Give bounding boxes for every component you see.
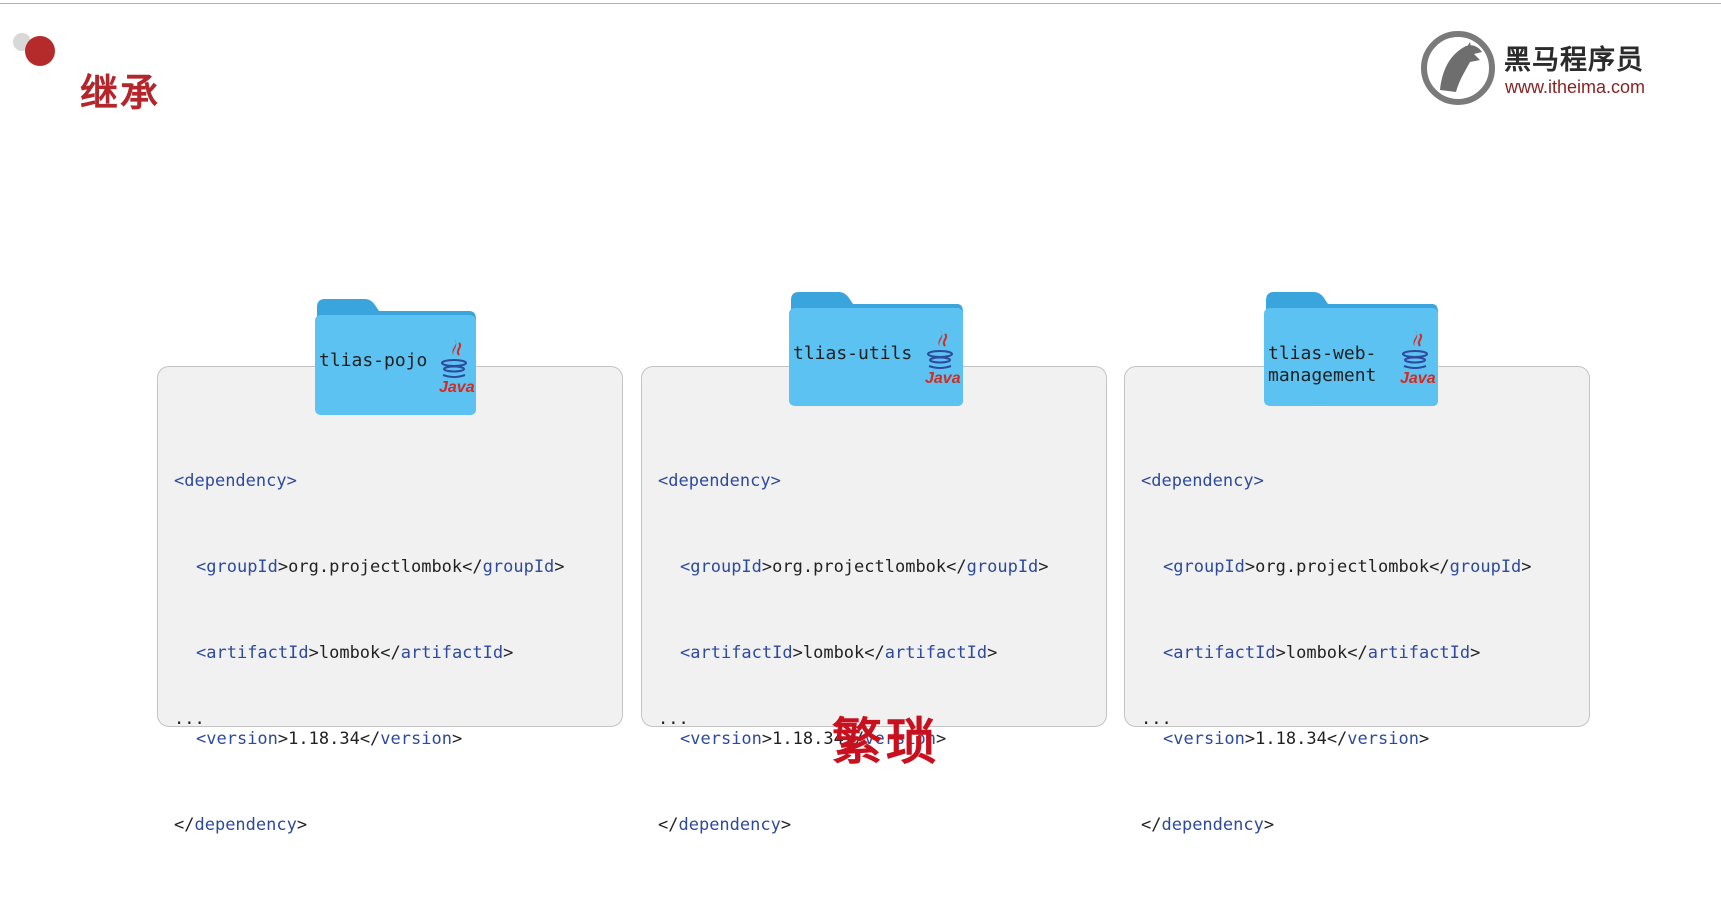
code-line: </dependency> xyxy=(174,815,308,835)
code-line: <groupId>org.projectlombok</groupId> xyxy=(1163,557,1532,577)
folder-label-line1: tlias-web- xyxy=(1268,343,1377,364)
folder-tlias-utils: tlias-utils Java xyxy=(787,290,965,408)
code-line: <dependency> xyxy=(1141,471,1264,491)
stamp-text: 繁琐 xyxy=(832,712,940,771)
code-line: <groupId>org.projectlombok</groupId> xyxy=(196,557,565,577)
code-line: <version>1.18.34</version> xyxy=(196,729,463,749)
code-line: <dependency> xyxy=(174,471,297,491)
module-card-web-management: <dependency> <groupId>org.projectlombok<… xyxy=(1124,366,1590,835)
slide-title: 继承 xyxy=(80,71,161,115)
java-label: Java xyxy=(1400,370,1436,387)
code-line: </dependency> xyxy=(1141,815,1275,835)
code-line: <groupId>org.projectlombok</groupId> xyxy=(680,557,1049,577)
java-label: Java xyxy=(439,379,475,396)
decor-dot-red xyxy=(25,36,55,66)
folder-label: tlias-utils xyxy=(793,343,913,364)
logo-url: www.itheima.com xyxy=(1505,77,1646,97)
code-line: <artifactId>lombok</artifactId> xyxy=(680,643,998,663)
folder-tlias-web-management: tlias-web- management Java xyxy=(1262,290,1440,408)
dependency-code: <dependency> <groupId>org.projectlombok<… xyxy=(1141,429,1532,899)
dependency-code: <dependency> <groupId>org.projectlombok<… xyxy=(658,429,1049,899)
ellipsis: ... xyxy=(658,709,689,729)
folder-tlias-pojo: tlias-pojo Java xyxy=(313,297,478,417)
brand-logo: 黑马程序员 www.itheima.com xyxy=(1420,30,1690,106)
dependency-code: <dependency> <groupId>org.projectlombok<… xyxy=(174,429,565,899)
folder-label-line2: management xyxy=(1268,365,1377,386)
code-line: <version>1.18.34</version> xyxy=(680,729,947,749)
module-card-pojo: <dependency> <groupId>org.projectlombok<… xyxy=(157,366,623,835)
code-line: <version>1.18.34</version> xyxy=(1163,729,1430,749)
java-icon: Java xyxy=(437,337,481,401)
code-line: </dependency> xyxy=(658,815,792,835)
horse-logo-icon xyxy=(1421,31,1495,105)
ellipsis: ... xyxy=(174,709,205,729)
code-line: <artifactId>lombok</artifactId> xyxy=(1163,643,1481,663)
logo-name: 黑马程序员 xyxy=(1504,45,1644,76)
java-icon: Java xyxy=(923,328,967,392)
folder-label: tlias-pojo xyxy=(319,350,428,371)
module-card-utils: <dependency> <groupId>org.projectlombok<… xyxy=(641,366,1107,835)
folder-icon xyxy=(1264,292,1438,406)
ellipsis: ... xyxy=(1141,709,1172,729)
java-label: Java xyxy=(925,370,961,387)
folder-icon xyxy=(789,292,963,406)
code-line: <artifactId>lombok</artifactId> xyxy=(196,643,514,663)
folder-icon xyxy=(315,299,476,415)
java-icon: Java xyxy=(1398,328,1442,392)
code-line: <dependency> xyxy=(658,471,781,491)
top-divider xyxy=(0,3,1721,4)
